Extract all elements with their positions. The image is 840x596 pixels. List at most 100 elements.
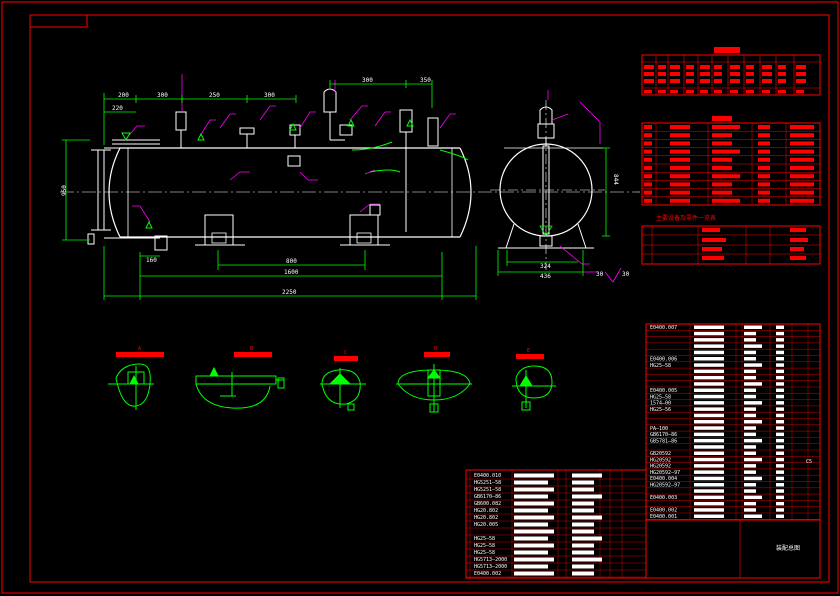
detail-d: D — [396, 346, 472, 413]
parts-list-bottom-cell — [572, 515, 602, 520]
nozzle-cell — [758, 166, 770, 170]
parts-list-right-cell — [744, 382, 762, 386]
parts-list-right-cell — [744, 489, 756, 493]
nozzle-cell — [758, 190, 770, 195]
dim-top-5: 300 — [362, 77, 373, 84]
parts-list-right-cell — [776, 375, 784, 380]
tech-cell — [796, 72, 806, 76]
parts-list-right-cell — [776, 476, 784, 481]
nozzle-cell — [790, 125, 814, 129]
tech-cell — [700, 90, 708, 93]
nozzle-cell — [790, 141, 814, 146]
parts-list-bottom-cell — [514, 557, 554, 562]
parts-list-right-cell — [744, 388, 756, 392]
nozzle-cell — [758, 182, 770, 187]
tech-cell — [778, 65, 786, 69]
nozzle-cell — [712, 125, 740, 129]
dim-top-4: 300 — [264, 92, 275, 99]
parts-list-right-cell — [694, 514, 724, 518]
parts-list-right-cell — [694, 357, 724, 361]
tech-cell — [762, 90, 770, 93]
tech-cell — [730, 65, 740, 69]
parts-list-right-cell — [744, 438, 762, 443]
parts-list-right-cell — [776, 357, 784, 361]
parts-list-right-cell — [744, 407, 756, 411]
parts-list-bottom-cell — [514, 571, 554, 576]
dim-bottom-inner: 800 — [286, 258, 297, 265]
dim-bottom-mid: 1600 — [284, 269, 299, 276]
parts-list-right-cell — [776, 470, 784, 474]
parts-list-bottom: E0400.010HG5251—58HG5251—58GB6170—86GB60… — [465, 469, 647, 579]
nozzle-cell — [758, 149, 770, 154]
parts-list-bottom-code: HG25—58 — [474, 536, 495, 542]
tech-cell — [796, 90, 804, 93]
tech-cell — [714, 90, 722, 93]
front-view-dimensions — [62, 80, 477, 300]
tech-cell — [670, 90, 678, 93]
nozzle-cell — [712, 149, 740, 154]
tech-cell — [658, 79, 666, 83]
parts-list-right-cell — [776, 464, 784, 468]
tech-cell — [686, 90, 694, 93]
parts-list-right-cell — [744, 514, 762, 518]
parts-list-right-cell — [744, 432, 756, 437]
parts-list-right-cell — [694, 451, 724, 455]
parts-list-right-cell — [694, 432, 724, 437]
nozzle-cell — [790, 182, 814, 187]
tech-cell — [796, 79, 806, 83]
nozzle-cell — [712, 182, 732, 187]
tech-cell — [686, 72, 694, 76]
tech-cell — [700, 65, 710, 69]
parts-list-right-code: HG25—58 — [650, 394, 671, 400]
dim-top-1: 200 — [118, 92, 129, 99]
parts-list-bottom-cell — [572, 508, 594, 513]
nozzle-cell — [758, 125, 770, 129]
parts-list-right-cell — [744, 457, 762, 462]
parts-list-right-cell — [694, 464, 724, 468]
tech-cell — [644, 72, 654, 76]
tech-cell — [746, 72, 754, 76]
tech-cell — [644, 79, 654, 83]
dim-top-3: 250 — [209, 92, 220, 99]
dim-top-6: 350 — [420, 77, 431, 84]
parts-list-bottom-cell — [514, 473, 554, 478]
parts-list-bottom-cell — [514, 550, 548, 555]
parts-list-right-cell — [694, 388, 724, 392]
parts-list-right-cell — [776, 401, 784, 405]
detail-b-label: B — [250, 346, 253, 352]
parts-list-right-cell — [776, 325, 784, 329]
tech-cell — [762, 65, 772, 69]
parts-list-right-cell — [694, 413, 724, 418]
parts-list-right-cell — [776, 514, 784, 518]
parts-list-right-cell — [776, 501, 784, 506]
tech-cell — [670, 72, 680, 76]
vessel-front-view — [60, 74, 640, 251]
parts-list-right-cell — [694, 438, 724, 443]
parts-list-bottom-code: HG25—58 — [474, 543, 495, 549]
nozzle-cell — [670, 182, 690, 187]
tech-cell — [778, 79, 786, 83]
parts-list-right-cell — [744, 495, 762, 500]
tech-cell — [778, 72, 786, 76]
parts-list-bottom-cell — [514, 508, 548, 513]
nozzle-cell — [644, 166, 652, 170]
parts-list-right-cell — [776, 457, 784, 462]
tech-cell — [686, 65, 694, 69]
parts-list-right-code: HG20592—97 — [650, 470, 680, 476]
parts-list-right-cell — [744, 420, 762, 424]
nozzle-cell — [790, 166, 814, 170]
parts-list-bottom-code: HG20.005 — [474, 522, 498, 528]
parts-list-right-cell — [744, 470, 756, 474]
tech-cell — [714, 79, 722, 83]
parts-list-right-cell — [776, 363, 784, 367]
nozzle-cell — [712, 141, 732, 146]
tech-cell — [746, 65, 754, 69]
side-dim-base: 436 — [540, 273, 551, 280]
parts-list-bottom-code: HG20.802 — [474, 515, 498, 521]
parts-list-bottom-cell — [572, 501, 594, 506]
parts-list-bottom-cell — [572, 571, 594, 576]
parts-list-right-cell — [694, 344, 724, 348]
detail-e-label: E — [527, 348, 530, 354]
detail-c-label: C — [344, 350, 347, 356]
